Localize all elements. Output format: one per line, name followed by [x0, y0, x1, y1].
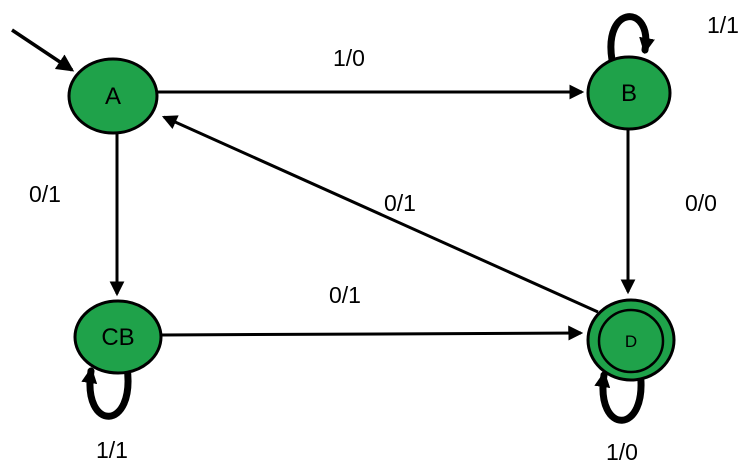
state-d: D	[586, 298, 676, 382]
self-loop-d	[594, 367, 645, 424]
state-cb-label: CB	[101, 324, 134, 351]
self-loop-cb	[81, 363, 132, 420]
state-a-label: A	[105, 83, 121, 110]
state-d-label: D	[625, 332, 637, 351]
transition-label-a-to-cb: 0/1	[29, 181, 61, 207]
state-a: A	[67, 57, 159, 135]
state-cb: CB	[73, 299, 163, 375]
self-loop-label-b: 1/1	[707, 12, 739, 38]
transition-arrow-cb-to-d	[160, 325, 584, 341]
transition-label-cb-to-d: 0/1	[329, 282, 361, 308]
self-loop-label-d: 1/0	[606, 439, 638, 465]
state-b: B	[586, 55, 672, 131]
transition-label-d-to-a: 0/1	[384, 190, 416, 216]
state-b-circle	[586, 55, 672, 131]
state-a-circle	[67, 57, 159, 135]
state-d-circle	[586, 298, 676, 382]
state-d-inner-ring	[597, 308, 665, 374]
transition-label-b-to-d: 0/0	[685, 190, 717, 216]
transition-arrow-d-to-a	[161, 115, 599, 314]
self-loop-b	[607, 13, 655, 64]
self-loop-label-cb: 1/1	[96, 437, 128, 463]
initial-arrow	[11, 28, 75, 72]
state-cb-circle	[73, 299, 163, 375]
transition-label-a-to-b: 1/0	[333, 45, 365, 71]
state-b-label: B	[621, 80, 637, 107]
